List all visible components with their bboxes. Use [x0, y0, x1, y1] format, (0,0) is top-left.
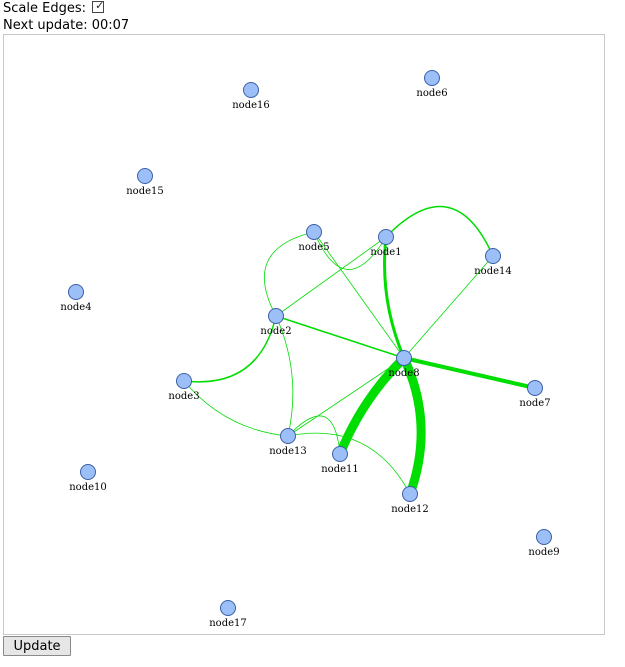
node3-circle[interactable] [176, 373, 192, 389]
edge-node13-node12 [287, 432, 411, 495]
node16-circle[interactable] [243, 82, 259, 98]
node7-label: node7 [519, 398, 550, 409]
node12-circle[interactable] [402, 486, 418, 502]
graph-node-node11[interactable]: node11 [321, 446, 359, 476]
scale-edges-label: Scale Edges: [3, 1, 86, 16]
edge-node2-node3 [183, 315, 277, 383]
edge-node8-node12 [399, 353, 426, 499]
node8-circle[interactable] [396, 350, 412, 366]
checkmark-icon: ✓ [95, 0, 105, 12]
node13-circle[interactable] [280, 428, 296, 444]
edge-node13-node11 [287, 415, 341, 455]
scale-edges-row: Scale Edges: ✓ [3, 0, 129, 17]
node14-circle[interactable] [485, 248, 501, 264]
graph-canvas[interactable]: node1 node2 node3 node4 node5 node6 node7 node8… [3, 34, 605, 635]
node9-circle[interactable] [536, 529, 552, 545]
edges-layer [183, 205, 537, 499]
edge-node8-node7 [402, 356, 537, 390]
update-button[interactable]: Update [3, 636, 71, 656]
node17-circle[interactable] [220, 600, 236, 616]
node1-circle[interactable] [378, 229, 394, 245]
edge-node1-node14 [385, 205, 494, 257]
node9-label: node9 [528, 547, 559, 558]
edge-node2-node13 [275, 315, 294, 437]
graph-node-node12[interactable]: node12 [391, 486, 429, 516]
graph-node-node4[interactable]: node4 [60, 284, 92, 314]
graph-node-node13[interactable]: node13 [269, 428, 307, 458]
graph-node-node3[interactable]: node3 [168, 373, 200, 403]
graph-node-node7[interactable]: node7 [519, 380, 551, 410]
node2-label: node2 [260, 326, 291, 337]
scale-edges-checkbox[interactable]: ✓ [92, 0, 105, 13]
graph-node-node16[interactable]: node16 [232, 82, 270, 112]
node2-circle[interactable] [268, 308, 284, 324]
edge-node8-node2 [275, 315, 405, 359]
graph-node-node14[interactable]: node14 [474, 248, 512, 278]
graph-node-node17[interactable]: node17 [209, 600, 247, 630]
graph-node-node10[interactable]: node10 [69, 464, 107, 494]
node11-label: node11 [321, 464, 359, 475]
edge-node8-node14 [403, 255, 494, 359]
edge-node13-node3 [183, 380, 289, 437]
node5-circle[interactable] [306, 224, 322, 240]
edge-node8-node11 [335, 353, 409, 459]
graph-node-node9[interactable]: node9 [528, 529, 560, 559]
edge-node1-node5 [313, 231, 387, 270]
node15-label: node15 [126, 186, 164, 197]
node13-label: node13 [269, 446, 307, 457]
node4-label: node4 [60, 302, 91, 313]
edge-node2-node1 [275, 236, 387, 317]
edge-node8-node1 [383, 235, 406, 360]
node16-label: node16 [232, 100, 270, 111]
node1-label: node1 [370, 247, 401, 258]
edge-node8-node5 [313, 231, 405, 359]
node14-label: node14 [474, 266, 512, 277]
node6-label: node6 [416, 88, 447, 99]
node5-label: node5 [298, 242, 329, 253]
node7-circle[interactable] [527, 380, 543, 396]
node3-label: node3 [168, 391, 199, 402]
graph-svg: node1 node2 node3 node4 node5 node6 node7 node8… [60, 70, 560, 630]
edge-node2-node5 [263, 231, 315, 317]
edge-node8-node13 [287, 357, 405, 437]
node10-circle[interactable] [80, 464, 96, 480]
graph-node-node6[interactable]: node6 [416, 70, 448, 100]
node10-label: node10 [69, 482, 107, 493]
graph-node-node5[interactable]: node5 [298, 224, 330, 254]
node8-label: node8 [388, 368, 419, 379]
graph-node-node15[interactable]: node15 [126, 168, 164, 198]
node17-label: node17 [209, 618, 247, 629]
node6-circle[interactable] [424, 70, 440, 86]
node15-circle[interactable] [137, 168, 153, 184]
node4-circle[interactable] [68, 284, 84, 300]
graph-node-node8[interactable]: node8 [388, 350, 420, 380]
graph-node-node2[interactable]: node2 [260, 308, 292, 338]
nodes-layer: node1 node2 node3 node4 node5 node6 node7 node8… [60, 70, 560, 630]
node11-circle[interactable] [332, 446, 348, 462]
graph-node-node1[interactable]: node1 [370, 229, 402, 259]
next-update-text: Next update: 00:07 [3, 18, 130, 33]
controls-panel: Scale Edges: ✓ Next update: 00:07 [3, 0, 129, 34]
node12-label: node12 [391, 504, 429, 515]
